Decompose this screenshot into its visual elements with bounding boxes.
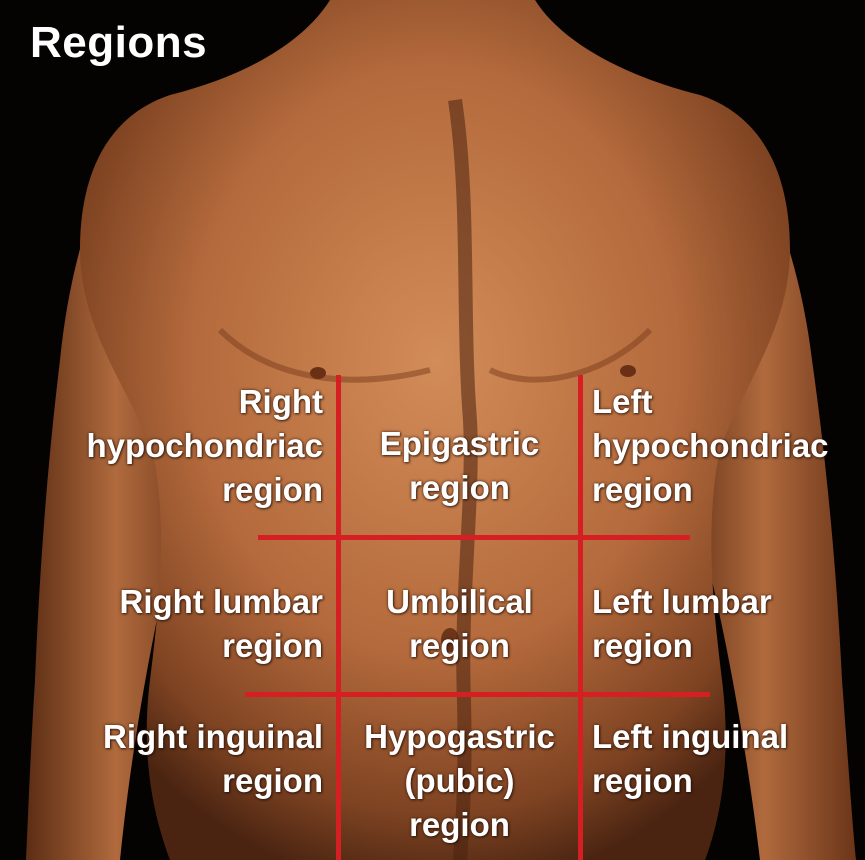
label-line: Hypogastric: [341, 715, 578, 759]
label-line: hypochondriac: [592, 424, 829, 468]
right-hypochondriac-label: Right hypochondriac region: [86, 380, 323, 512]
label-line: Right lumbar: [120, 580, 324, 624]
hypogastric-label: Hypogastric (pubic) region: [341, 715, 578, 847]
diagram-title: Regions: [30, 18, 207, 68]
right-inguinal-label: Right inguinal region: [103, 715, 323, 803]
label-line: Right inguinal: [103, 715, 323, 759]
left-lumbar-label: Left lumbar region: [592, 580, 772, 668]
left-inguinal-label: Left inguinal region: [592, 715, 788, 803]
label-line: region: [341, 466, 578, 510]
umbilical-label: Umbilical region: [341, 580, 578, 668]
lower-horizontal-line: [245, 692, 710, 697]
label-line: (pubic): [341, 759, 578, 803]
label-line: region: [341, 624, 578, 668]
label-line: Left inguinal: [592, 715, 788, 759]
nipple-right: [620, 365, 636, 377]
left-hypochondriac-label: Left hypochondriac region: [592, 380, 829, 512]
label-line: Epigastric: [341, 422, 578, 466]
label-line: Umbilical: [341, 580, 578, 624]
nipple-left: [310, 367, 326, 379]
label-line: region: [592, 759, 788, 803]
label-line: region: [103, 759, 323, 803]
label-line: region: [120, 624, 324, 668]
epigastric-label: Epigastric region: [341, 422, 578, 510]
label-line: region: [86, 468, 323, 512]
upper-horizontal-line: [258, 535, 690, 540]
label-line: region: [341, 803, 578, 847]
label-line: Left: [592, 380, 829, 424]
label-line: region: [592, 624, 772, 668]
label-line: Right: [86, 380, 323, 424]
label-line: Left lumbar: [592, 580, 772, 624]
label-line: region: [592, 468, 829, 512]
right-vertical-line: [578, 375, 583, 860]
right-lumbar-label: Right lumbar region: [120, 580, 324, 668]
label-line: hypochondriac: [86, 424, 323, 468]
